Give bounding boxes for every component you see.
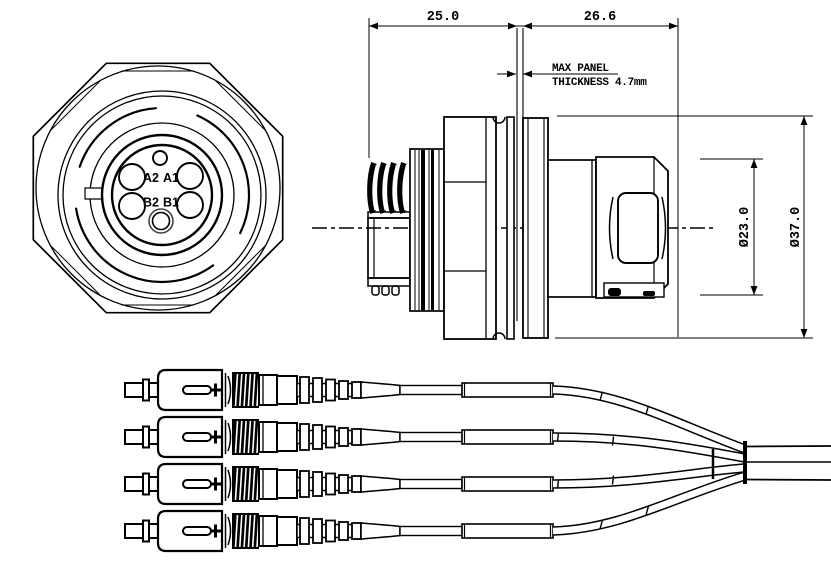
bayonet-ring: [75, 107, 251, 284]
ferrule-hole-a2: [118, 163, 146, 191]
side-view: [312, 28, 717, 340]
sc-connector-1: [123, 368, 555, 412]
dim-dia-23: Ø23.0: [700, 158, 763, 296]
dim-front-length: 25.0: [427, 10, 459, 25]
lock-nut: [522, 117, 549, 339]
thread-section: [367, 162, 411, 296]
ferrule-hole-a1: [176, 162, 204, 190]
sc-connector-4: [123, 509, 555, 553]
cable-assembly: [123, 368, 831, 553]
sc-connector-2: [123, 415, 555, 459]
pin-label-a2: A2: [143, 171, 159, 185]
panel-lines: [516, 28, 524, 321]
dim-rear-length: 26.6: [584, 10, 616, 25]
latch-arc-right: [661, 196, 667, 260]
rear-cylinder: [547, 159, 597, 298]
pin-label-b2: B2: [143, 196, 159, 210]
knurled-nut: [409, 148, 445, 312]
coupling-outer-ring: [57, 90, 267, 300]
hex-flange: [443, 116, 506, 340]
trunk-cable: [711, 441, 831, 484]
sc-connector-3: [123, 462, 555, 506]
oring-notch-bottom: [492, 332, 506, 340]
pin-label-a1: A1: [163, 171, 179, 185]
panel-thickness-callout: MAX PANEL THICKNESS 4.7mm: [497, 63, 648, 89]
dim-outer-dia: Ø37.0: [789, 207, 804, 248]
ferrule-hole-b1: [176, 191, 204, 219]
oring-notch-top: [492, 116, 506, 124]
back-shell: [595, 156, 669, 299]
panel-note-line1: MAX PANEL: [552, 63, 609, 75]
dim-inner-dia: Ø23.0: [738, 207, 753, 248]
insert-face-circle: [110, 143, 214, 247]
front-view: A2 A1 B2 B1: [32, 62, 284, 314]
nut-inner-circle: [35, 65, 281, 311]
cable-segment-ticks: [556, 391, 650, 530]
dim-dia-37: Ø37.0: [555, 115, 813, 339]
panel-note-line2: THICKNESS 4.7mm: [552, 77, 647, 89]
insert-outer-circle: [100, 133, 224, 257]
contact-tooth: [381, 285, 390, 296]
latch-arc-left: [608, 196, 614, 260]
alignment-hole-top: [152, 150, 168, 166]
cable-curves: [552, 385, 747, 536]
latch-button: [617, 192, 659, 264]
guide-hole-bottom-inner: [151, 211, 171, 231]
contact-tooth: [371, 285, 380, 296]
nut-chamfer-lines: [49, 70, 267, 306]
dimensions: 25.0 26.6 MAX PANEL THICKNESS 4.7mm Ø23.…: [368, 10, 813, 339]
coupling-inner-ring: [62, 95, 262, 295]
washer: [506, 116, 515, 340]
contact-tooth: [391, 285, 400, 296]
key-slot: [84, 187, 104, 200]
guide-hole-bottom-outer: [148, 208, 174, 234]
pin-label-b1: B1: [163, 196, 179, 210]
outer-nut-octagon: [32, 62, 284, 314]
ferrule-hole-b2: [118, 192, 146, 220]
